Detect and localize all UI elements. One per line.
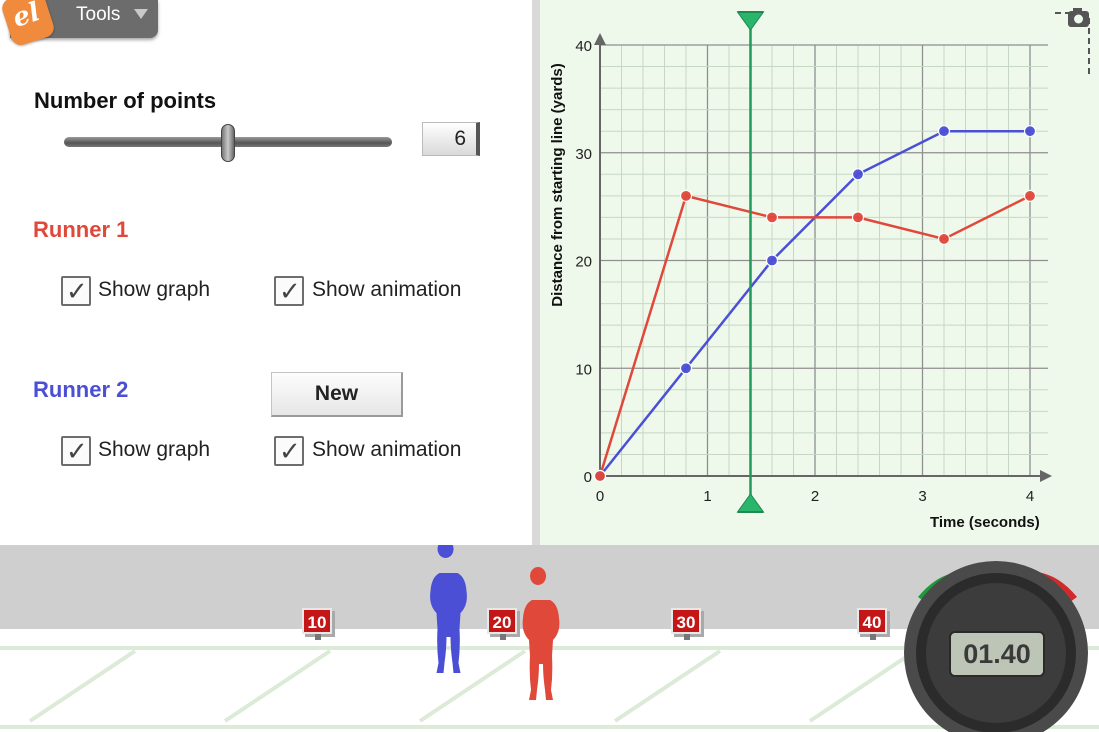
runner2-show-animation-label: Show animation bbox=[312, 438, 462, 461]
runner1-show-animation-checkbox[interactable]: ✓ bbox=[274, 276, 304, 306]
series-point[interactable] bbox=[593, 469, 607, 483]
series-point[interactable] bbox=[851, 168, 865, 181]
x-tick-label: 0 bbox=[596, 488, 604, 505]
track-marker-10: 10 bbox=[302, 608, 332, 640]
series-point[interactable] bbox=[851, 211, 865, 224]
points-value-field[interactable]: 6 bbox=[422, 122, 480, 156]
series-point[interactable] bbox=[765, 211, 779, 224]
x-axis-arrow bbox=[1040, 470, 1052, 482]
runner2-title: Runner 2 bbox=[33, 377, 129, 402]
runner1-figure bbox=[522, 567, 560, 700]
y-tick-label: 0 bbox=[584, 469, 592, 486]
y-tick-label: 20 bbox=[575, 254, 592, 271]
series-line-2 bbox=[598, 194, 1031, 477]
number-of-points-heading: Number of points bbox=[34, 88, 217, 113]
runner2-figure bbox=[430, 545, 467, 673]
track-marker-30: 30 bbox=[671, 608, 701, 640]
y-axis-label: Distance from starting line (yards) bbox=[549, 63, 566, 306]
series-point[interactable] bbox=[679, 189, 693, 202]
x-tick-label: 1 bbox=[703, 488, 711, 505]
time-cursor-bottom-handle[interactable] bbox=[736, 493, 765, 513]
track-marker-40: 40 bbox=[857, 608, 887, 640]
track-marker-20: 20 bbox=[487, 608, 517, 640]
tools-label: Tools bbox=[76, 4, 121, 25]
chevron-down-icon bbox=[134, 9, 148, 19]
series-point[interactable] bbox=[937, 232, 951, 246]
explorelearning-logo-icon: el bbox=[0, 0, 57, 48]
y-tick-label: 10 bbox=[575, 361, 592, 378]
time-cursor-top-handle[interactable] bbox=[736, 11, 765, 31]
race-track-scene bbox=[0, 545, 1099, 732]
runner2-show-graph-checkbox[interactable]: ✓ bbox=[61, 436, 91, 466]
checkmark-icon: ✓ bbox=[279, 276, 301, 306]
x-tick-label: 3 bbox=[918, 488, 926, 505]
runner2-show-animation-checkbox[interactable]: ✓ bbox=[274, 436, 304, 466]
series-point[interactable] bbox=[1023, 189, 1037, 202]
x-tick-label: 4 bbox=[1026, 488, 1034, 505]
checkmark-icon: ✓ bbox=[66, 276, 88, 306]
checkmark-icon: ✓ bbox=[66, 436, 88, 466]
checkmark-icon: ✓ bbox=[279, 436, 301, 466]
runner-silhouette bbox=[430, 545, 467, 673]
runner1-show-graph-label: Show graph bbox=[98, 278, 211, 301]
stopwatch-time-display: 01.40 bbox=[949, 631, 1045, 677]
new-button[interactable]: New bbox=[271, 372, 403, 417]
series-point[interactable] bbox=[765, 254, 779, 267]
y-tick-label: 30 bbox=[575, 146, 592, 163]
runner1-title: Runner 1 bbox=[33, 217, 129, 242]
runner2-show-graph-label: Show graph bbox=[98, 438, 211, 461]
y-axis-arrow bbox=[594, 33, 606, 45]
runner1-show-animation-label: Show animation bbox=[312, 278, 462, 301]
x-tick-label: 2 bbox=[811, 488, 819, 505]
camera-icon[interactable] bbox=[1055, 8, 1090, 78]
points-slider-thumb[interactable] bbox=[221, 124, 235, 162]
runner1-show-graph-checkbox[interactable]: ✓ bbox=[61, 276, 91, 306]
series-point[interactable] bbox=[679, 362, 693, 375]
x-axis-label: Time (seconds) bbox=[930, 514, 1040, 531]
runner-silhouette bbox=[522, 567, 560, 700]
series-point[interactable] bbox=[1023, 125, 1037, 138]
series-point[interactable] bbox=[937, 125, 951, 138]
panel-divider[interactable] bbox=[532, 0, 540, 545]
control-panel: Tools el Number of points 6 Runner 1 ✓ S… bbox=[0, 0, 532, 545]
y-tick-label: 40 bbox=[575, 38, 592, 55]
